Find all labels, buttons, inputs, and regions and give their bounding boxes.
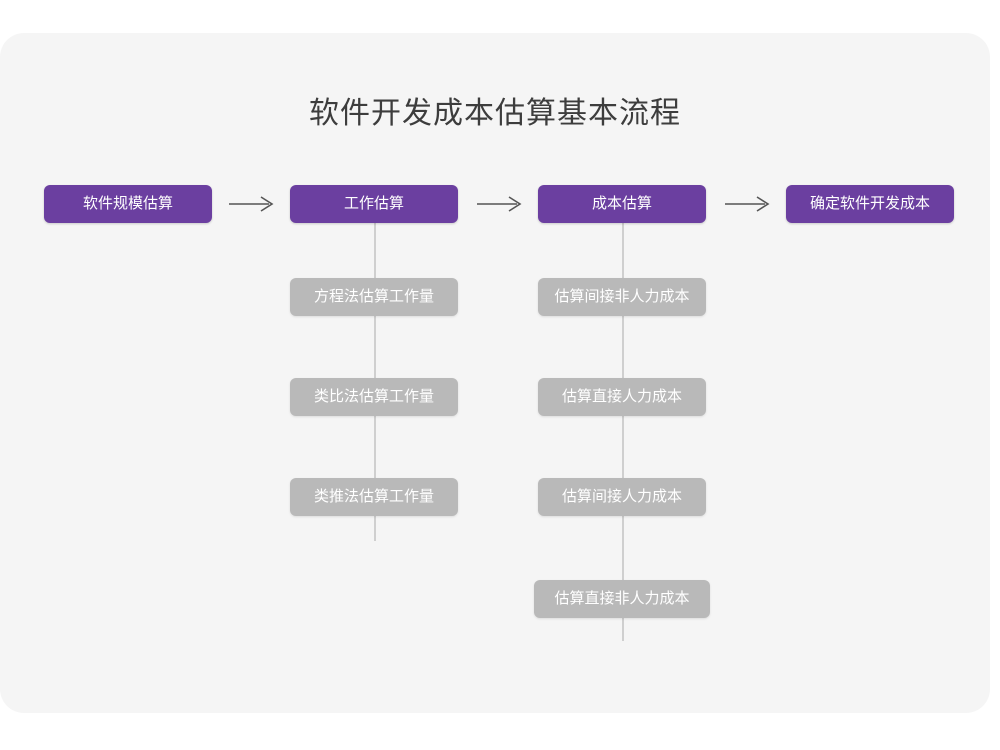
flow-node-step-4[interactable]: 确定软件开发成本 (786, 185, 954, 223)
flow-node-step-2[interactable]: 工作估算 (290, 185, 458, 223)
sub-node-cost-3[interactable]: 估算间接人力成本 (538, 478, 706, 516)
flow-arrow-2 (476, 194, 524, 214)
sub-node-cost-2[interactable]: 估算直接人力成本 (538, 378, 706, 416)
flow-arrow-3 (724, 194, 772, 214)
connector-step2-branch (374, 211, 376, 541)
flow-arrow-1 (228, 194, 276, 214)
sub-node-work-2[interactable]: 类比法估算工作量 (290, 378, 458, 416)
connector-step3-branch (622, 211, 624, 641)
flow-node-step-1[interactable]: 软件规模估算 (44, 185, 212, 223)
flowchart-diagram: 软件开发成本估算基本流程 软件规模估算 工作估算 成本估算 (0, 33, 990, 713)
diagram-title: 软件开发成本估算基本流程 (309, 97, 681, 130)
sub-node-cost-4[interactable]: 估算直接非人力成本 (534, 580, 710, 618)
diagram-card: 软件开发成本估算基本流程 软件规模估算 工作估算 成本估算 (0, 33, 990, 713)
sub-node-cost-1[interactable]: 估算间接非人力成本 (538, 278, 706, 316)
sub-node-work-1[interactable]: 方程法估算工作量 (290, 278, 458, 316)
flow-node-step-3[interactable]: 成本估算 (538, 185, 706, 223)
sub-node-work-3[interactable]: 类推法估算工作量 (290, 478, 458, 516)
